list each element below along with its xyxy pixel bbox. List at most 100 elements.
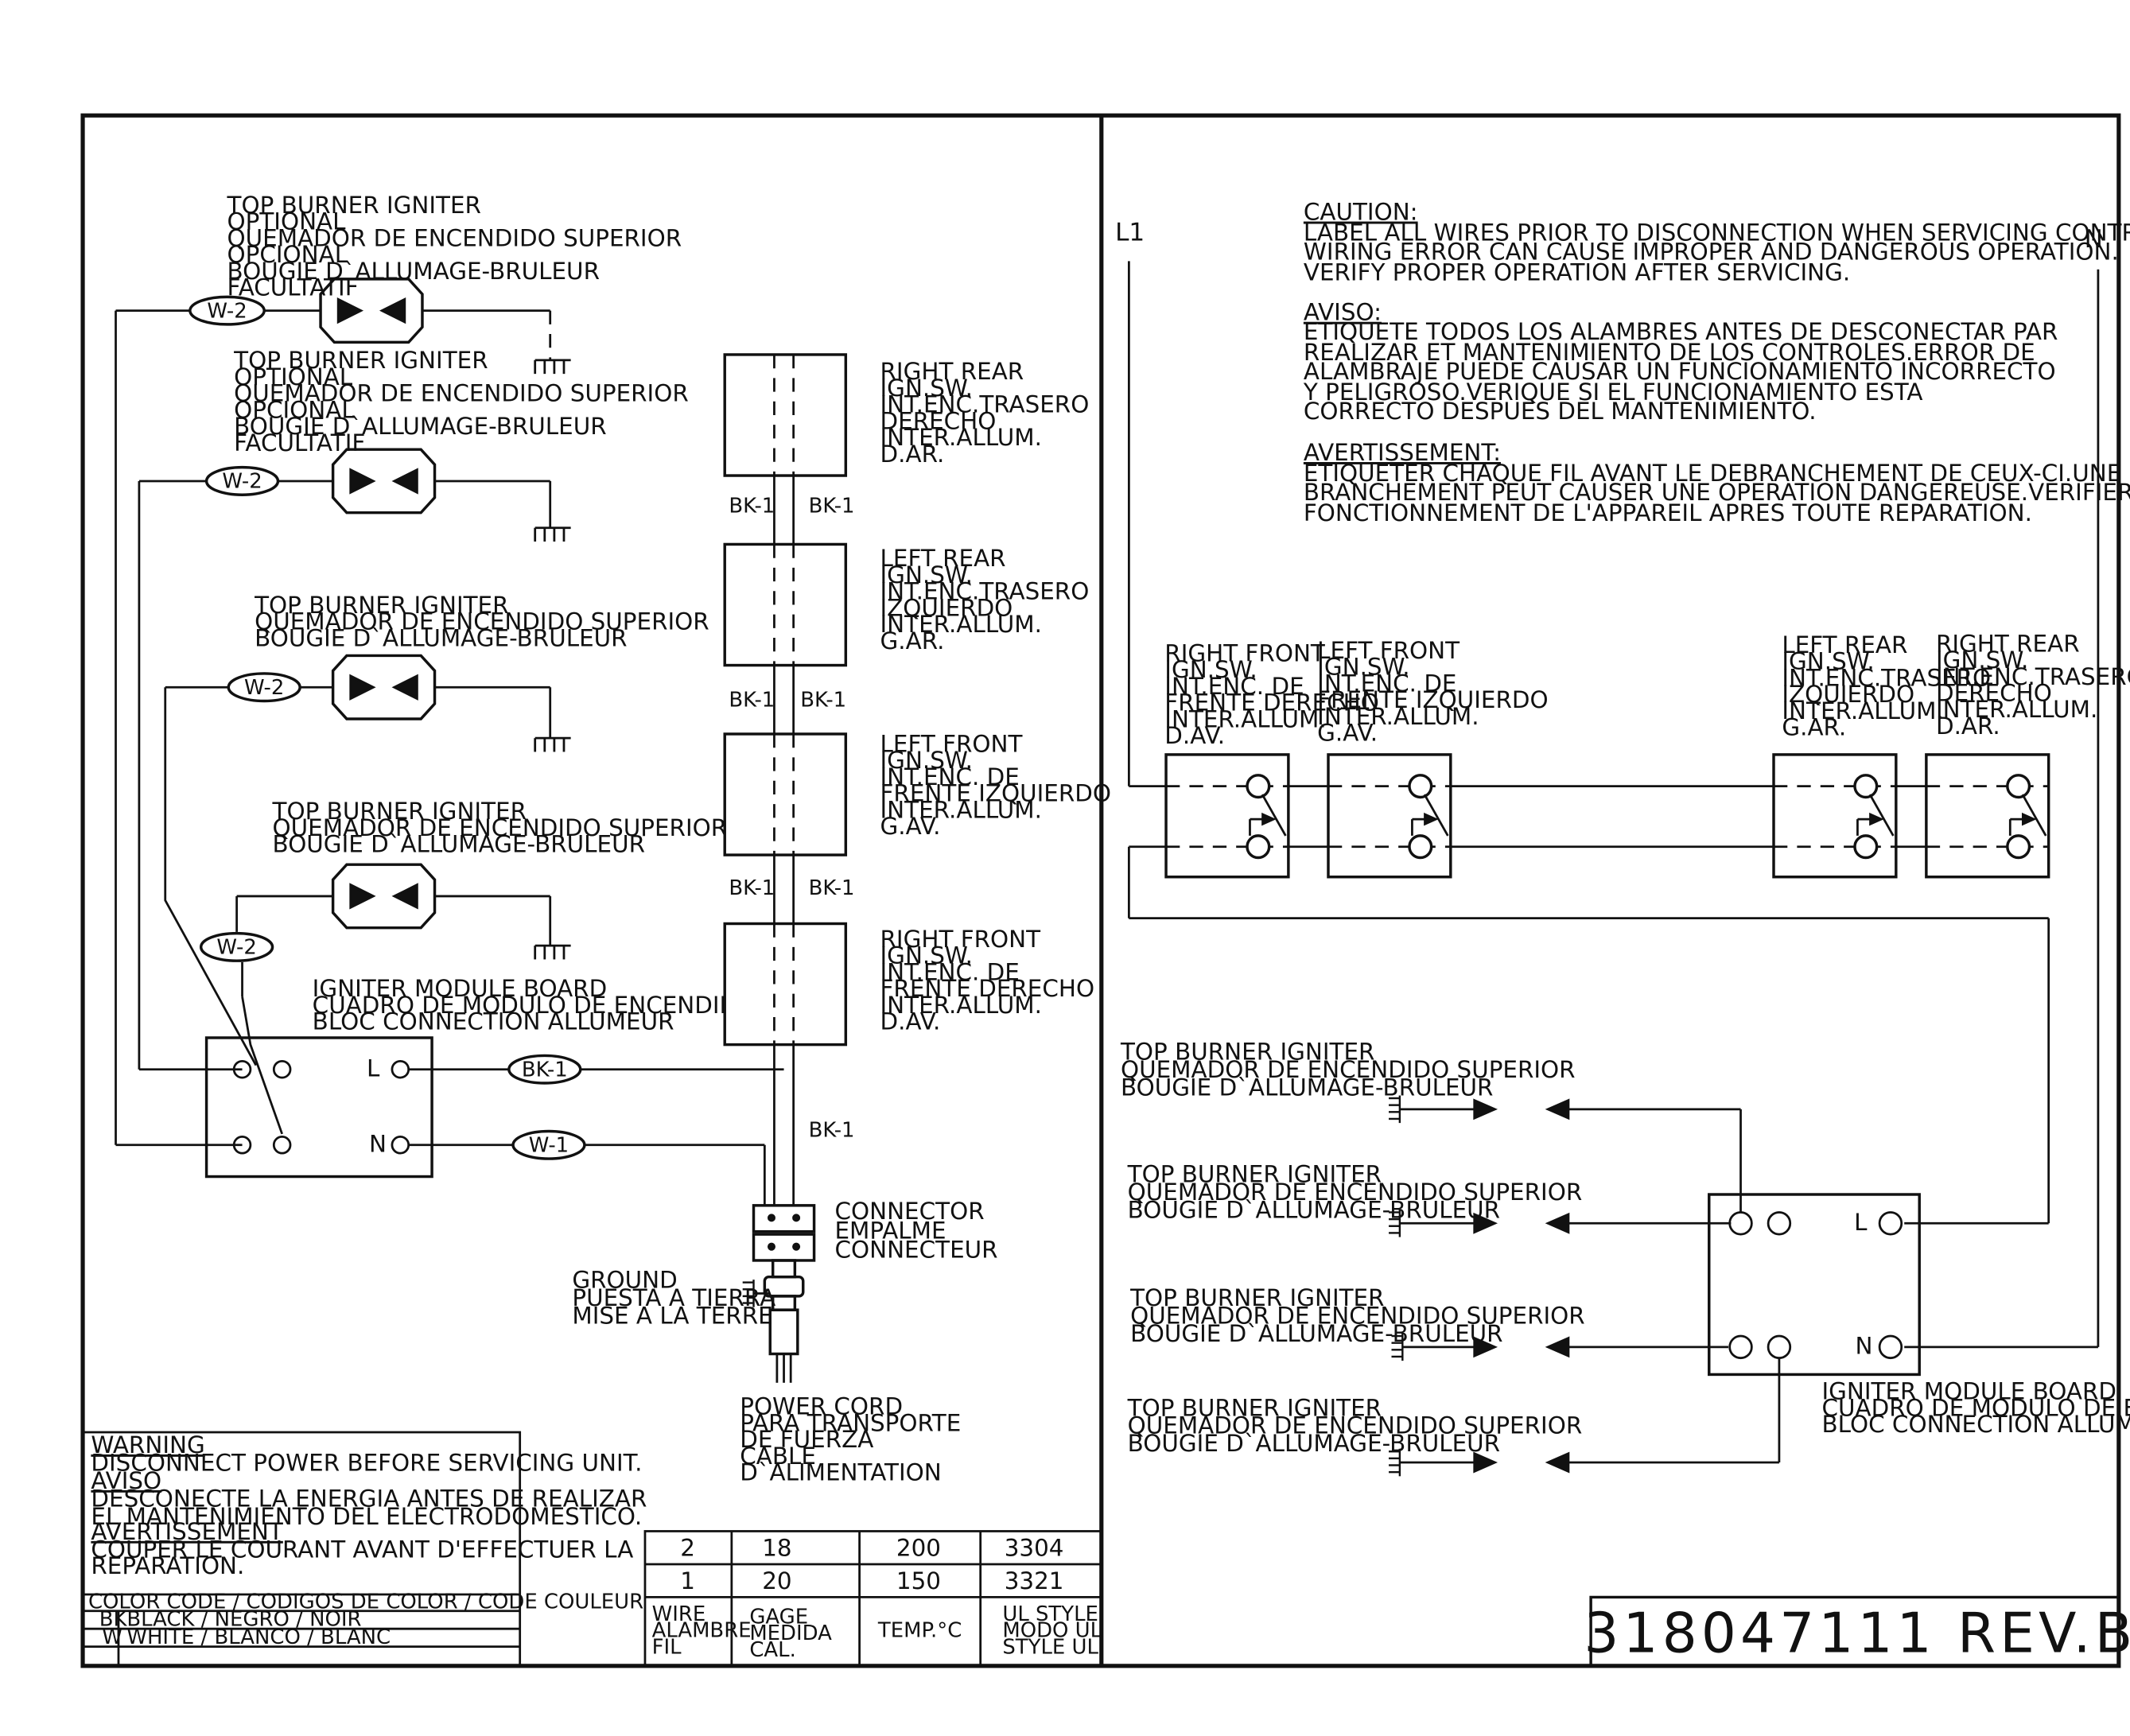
bk1-wire-tag [507, 1054, 582, 1085]
ground-icon [534, 526, 573, 543]
svg-text:CAUTION:: CAUTION: [1304, 199, 1418, 226]
w2-wire-labels: W-2 W-2 W-2 W-2 [189, 295, 301, 962]
svg-text:TEMP.°C: TEMP.°C [877, 1619, 962, 1643]
igniter-icon [331, 863, 437, 930]
svg-text:W-2: W-2 [216, 936, 256, 960]
svg-text:18: 18 [762, 1535, 791, 1562]
schematic-switch-left-rear [1772, 753, 1898, 879]
spark-arrow-icon [1473, 1336, 1498, 1358]
svg-text:200: 200 [896, 1535, 941, 1562]
svg-text:DISCONNECT POWER BEFORE SERVIC: DISCONNECT POWER BEFORE SERVICING UNIT. [91, 1449, 642, 1476]
svg-text:3304: 3304 [1005, 1535, 1064, 1562]
svg-text:150: 150 [896, 1567, 941, 1594]
spark-arrow-icon [1473, 1451, 1498, 1474]
w2-wire-tag [189, 295, 266, 326]
connector-plug [741, 1204, 816, 1383]
w2-wire-tag [199, 931, 274, 962]
igniter-icon [331, 654, 437, 720]
l1-label: L1 [1115, 218, 1145, 247]
svg-text:L: L [367, 1054, 380, 1082]
spark-arrow-icon [1473, 1212, 1498, 1234]
ground-icon [534, 944, 573, 961]
title-block: 318047111 REV.B [1584, 1595, 2130, 1666]
w2-wire-tag [204, 465, 280, 496]
svg-text:Y PELIGROSO.VERIQUE SI EL FUNC: Y PELIGROSO.VERIQUE SI EL FUNCIONAMIENTO… [1303, 379, 1923, 406]
svg-text:DESCONECTE LA ENERGIA ANTES DE: DESCONECTE LA ENERGIA ANTES DE REALIZAR [91, 1485, 647, 1512]
svg-text:BK-1: BK-1 [809, 876, 855, 900]
svg-text:BRANCHEMENT PEUT CAUSER UNE OP: BRANCHEMENT PEUT CAUSER UNE OPERATION DA… [1304, 479, 2130, 506]
part-number: 318047111 REV.B [1584, 1602, 2130, 1666]
svg-text:N: N [1855, 1332, 1872, 1359]
svg-text:1: 1 [680, 1567, 695, 1594]
igniter-ground-leads [422, 309, 552, 946]
svg-text:L: L [1854, 1209, 1868, 1236]
svg-text:BK-1: BK-1 [809, 495, 855, 518]
svg-text:BK-1: BK-1 [522, 1058, 568, 1082]
spark-arrow-icon [1545, 1451, 1570, 1474]
svg-text:BK: BK [99, 1608, 128, 1632]
svg-text:ETIQUETE TODOS LOS ALAMBRES AN: ETIQUETE TODOS LOS ALAMBRES ANTES DE DES… [1304, 318, 2058, 345]
spark-arrow-icon [1545, 1212, 1570, 1234]
svg-text:2: 2 [680, 1535, 695, 1562]
ground-icon [534, 359, 573, 375]
svg-text:W: W [102, 1625, 122, 1649]
svg-text:3321: 3321 [1005, 1567, 1064, 1594]
svg-text:WARNING: WARNING [91, 1431, 204, 1458]
igniter-icon [331, 448, 437, 515]
spark-arrow-icon [1473, 1098, 1498, 1120]
svg-text:REPARATION.: REPARATION. [91, 1552, 244, 1579]
caution-block: CAUTION: LABEL ALL WIRES PRIOR TO DISCON… [1303, 199, 2130, 527]
color-code-title: COLOR CODE / CODIGOS DE COLOR / CODE COU… [88, 1590, 643, 1614]
svg-text:AVISO:: AVISO: [1304, 299, 1382, 326]
svg-text:W-2: W-2 [222, 470, 262, 494]
svg-text:ETIQUETER CHAQUE FIL AVANT LE: ETIQUETER CHAQUE FIL AVANT LE DEBRANCHEM… [1304, 460, 2130, 487]
w2-wire-tag [227, 672, 301, 703]
svg-text:ALAMBRAJE PUEDE CAUSAR UN FUNC: ALAMBRAJE PUEDE CAUSAR UN FUNCIONAMIENTO… [1304, 358, 2056, 385]
module-supply-wires [408, 1068, 784, 1206]
svg-text:EL MANTENIMIENTO DEL ELECTRODO: EL MANTENIMIENTO DEL ELECTRODOMESTICO. [91, 1503, 642, 1530]
svg-text:VERIFY PROPER OPERATION AFTER: VERIFY PROPER OPERATION AFTER SERVICING. [1304, 259, 1850, 286]
spark-arrow-icon [1545, 1336, 1570, 1358]
svg-text:REALIZAR ET MANTENIMIENTO DE L: REALIZAR ET MANTENIMIENTO DE LOS CONTROL… [1304, 339, 2035, 366]
svg-text:W-1: W-1 [529, 1133, 569, 1157]
ground-icon [534, 736, 573, 753]
switch-stack [723, 353, 848, 1206]
svg-text:BK-1: BK-1 [729, 688, 775, 712]
svg-text:CORRECTO DESPUES DEL MANTENIMI: CORRECTO DESPUES DEL MANTENIMIENTO. [1304, 398, 1817, 425]
svg-text:W-2: W-2 [207, 299, 247, 323]
svg-text:AVISO: AVISO [91, 1467, 161, 1494]
svg-text:AVERTISSEMENT: AVERTISSEMENT [91, 1518, 283, 1545]
svg-text:BK-1: BK-1 [809, 1118, 855, 1142]
svg-text:20: 20 [762, 1567, 791, 1594]
svg-text:BLACK / NEGRO / NOIR: BLACK / NEGRO / NOIR [126, 1608, 361, 1632]
schematic-switch-right-rear [1925, 753, 2050, 879]
svg-text:COUPER LE COURANT AVANT D'EFFE: COUPER LE COURANT AVANT D'EFFECTUER LA [91, 1536, 633, 1563]
